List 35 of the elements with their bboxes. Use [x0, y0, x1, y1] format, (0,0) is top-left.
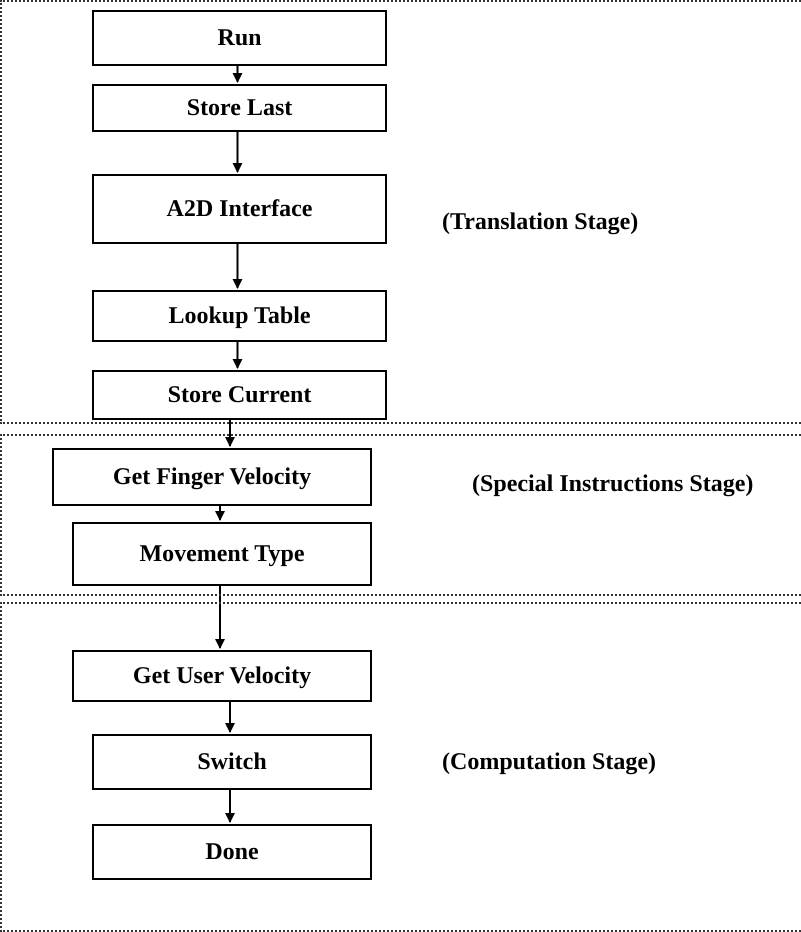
arrow — [232, 340, 242, 369]
stage-label: (Special Instructions Stage) — [472, 470, 754, 499]
box-text: Get User Velocity — [132, 662, 312, 691]
arrow — [225, 788, 235, 823]
arrow — [225, 700, 235, 733]
stage-band — [0, 602, 801, 932]
arrow — [232, 130, 242, 173]
stage-band — [0, 434, 801, 596]
box-text: Movement Type — [139, 540, 305, 569]
arrow — [225, 418, 235, 447]
process-box — [92, 734, 372, 790]
process-box — [52, 448, 372, 506]
stage-label: (Computation Stage) — [442, 748, 657, 777]
box-text: Switch — [197, 748, 267, 777]
process-box — [92, 370, 387, 420]
process-box — [92, 174, 387, 244]
stage-band — [0, 0, 801, 424]
box-text: Done — [205, 838, 259, 867]
process-box — [72, 650, 372, 702]
box-text: Lookup Table — [168, 302, 311, 331]
arrow — [232, 64, 242, 83]
process-box — [92, 10, 387, 66]
box-text: Store Last — [186, 94, 292, 123]
arrow — [215, 504, 225, 521]
process-box — [92, 290, 387, 342]
box-text: A2D Interface — [166, 195, 312, 224]
process-box — [92, 824, 372, 880]
box-text: Get Finger Velocity — [112, 463, 312, 492]
arrow — [215, 584, 225, 649]
box-text: Run — [217, 24, 262, 53]
process-box — [92, 84, 387, 132]
process-box — [72, 522, 372, 586]
arrow — [232, 242, 242, 289]
stage-label: (Translation Stage) — [442, 208, 640, 237]
box-text: Store Current — [168, 381, 312, 410]
